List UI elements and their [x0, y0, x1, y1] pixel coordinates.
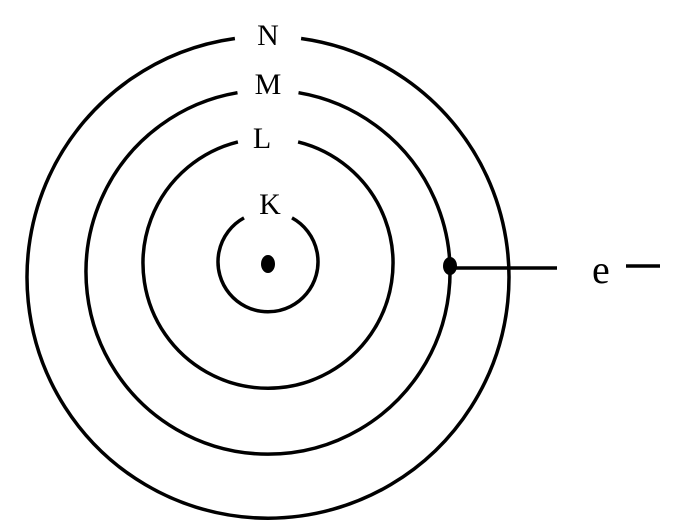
electron-label: e — [592, 247, 610, 292]
shell-k-label: K — [259, 188, 281, 221]
electron-dot — [443, 257, 457, 275]
shell-l-ring — [141, 140, 395, 390]
shell-m-ring — [84, 90, 452, 456]
nucleus-dot — [261, 255, 275, 273]
shell-l-label: L — [253, 122, 271, 155]
shell-m-label: M — [255, 68, 282, 101]
shell-n-ring — [25, 36, 511, 520]
shell-n-label: N — [257, 19, 279, 52]
shell-k-ring — [216, 216, 320, 314]
